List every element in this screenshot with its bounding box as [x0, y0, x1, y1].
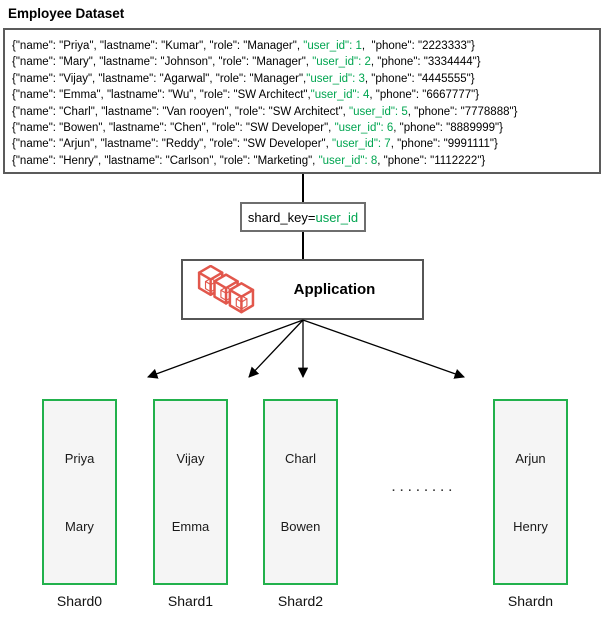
ellipsis-dots: . . . . . . . . — [392, 482, 453, 494]
dataset-record: {"name": "Henry", "lastname": "Carlson",… — [12, 153, 599, 169]
cubes-stack-icon — [197, 264, 255, 313]
shard-record-name: Charl — [284, 451, 317, 466]
record-user-id: "user_id": 4 — [310, 89, 370, 102]
shard-record-name: Henry — [513, 519, 548, 534]
record-user-id: "user_id": 1 — [303, 40, 362, 52]
record-text: , "phone": "8889999"} — [393, 122, 503, 135]
dataset-record: {"name": "Bowen", "lastname": "Chen", "r… — [12, 120, 599, 136]
shard-record-name: Bowen — [280, 519, 321, 534]
employee-dataset-box: {"name": "Priya", "lastname": "Kumar", "… — [3, 28, 601, 174]
dataset-record: {"name": "Charl", "lastname": "Van rooye… — [12, 104, 599, 120]
record-text: {"name": "Emma", "lastname": "Wu", "role… — [12, 89, 311, 102]
record-user-id: "user_id": 8 — [318, 154, 378, 167]
shard-key-value: user_id — [315, 209, 359, 225]
record-user-id: "user_id": 6 — [334, 122, 394, 135]
shard-box-shard0: Priya Mary — [42, 399, 117, 585]
application-label: Application — [293, 281, 376, 298]
record-text: , "phone": "9991111"} — [390, 138, 498, 151]
shard-label: Shard0 — [56, 593, 103, 609]
application-box: Application — [181, 259, 424, 320]
shard-key-prefix: shard_key= — [247, 209, 316, 225]
record-text: {"name": "Charl", "lastname": "Van rooye… — [12, 105, 350, 118]
record-user-id: "user_id": 3 — [306, 72, 365, 85]
arrow-to-shardn — [302, 319, 465, 379]
record-text: {"name": "Bowen", "lastname": "Chen", "r… — [12, 122, 335, 135]
shard-label: Shard1 — [167, 593, 214, 609]
shard-box-shard1: Vijay Emma — [153, 399, 228, 585]
shard-label: Shardn — [507, 593, 554, 609]
page-title: Employee Dataset — [8, 6, 125, 21]
record-text: , "phone": "3334444"} — [370, 56, 481, 69]
record-text: {"name": "Henry", "lastname": "Carlson",… — [12, 154, 319, 167]
record-user-id: "user_id": 7 — [332, 138, 391, 151]
shard-box-shardn: Arjun Henry — [493, 399, 568, 585]
shard-record-name: Mary — [65, 519, 94, 534]
record-text: {"name": "Priya", "lastname": "Kumar", "… — [12, 40, 304, 52]
record-text: {"name": "Arjun", "lastname": "Reddy", "… — [12, 138, 333, 151]
shard-key-box: shard_key=user_id — [240, 202, 366, 232]
record-text: , "phone": "2223333"} — [361, 40, 475, 52]
shard-box-shard2: Charl Bowen — [263, 399, 338, 585]
dataset-record: {"name": "Mary", "lastname": "Johnson", … — [12, 54, 599, 70]
dataset-record: {"name": "Arjun", "lastname": "Reddy", "… — [12, 136, 599, 152]
arrow-to-shard1 — [248, 319, 304, 378]
dataset-record: {"name": "Vijay", "lastname": "Agarwal",… — [12, 71, 599, 87]
record-text: , "phone": "4445555"} — [364, 72, 475, 85]
shard-label: Shard2 — [277, 593, 324, 609]
record-text: , "phone": "1112222"} — [377, 154, 486, 167]
record-text: {"name": "Vijay", "lastname": "Agarwal",… — [12, 72, 307, 85]
arrow-to-shard0 — [147, 319, 304, 379]
connector-line — [302, 174, 304, 203]
record-text: {"name": "Mary", "lastname": "Johnson", … — [12, 56, 313, 69]
fanout-arrows — [147, 319, 465, 379]
record-user-id: "user_id": 5 — [349, 105, 408, 118]
shard-record-name: Emma — [171, 519, 210, 534]
dataset-record: {"name": "Priya", "lastname": "Kumar", "… — [12, 38, 599, 54]
record-text: , "phone": "7778888"} — [407, 105, 518, 118]
record-text: , "phone": "6667777"} — [369, 89, 480, 102]
shard-record-name: Priya — [64, 451, 95, 466]
shard-record-name: Vijay — [176, 451, 205, 466]
record-user-id: "user_id": 2 — [312, 56, 371, 69]
connector-line — [302, 232, 304, 260]
shard-record-name: Arjun — [515, 451, 546, 466]
dataset-record: {"name": "Emma", "lastname": "Wu", "role… — [12, 87, 599, 103]
